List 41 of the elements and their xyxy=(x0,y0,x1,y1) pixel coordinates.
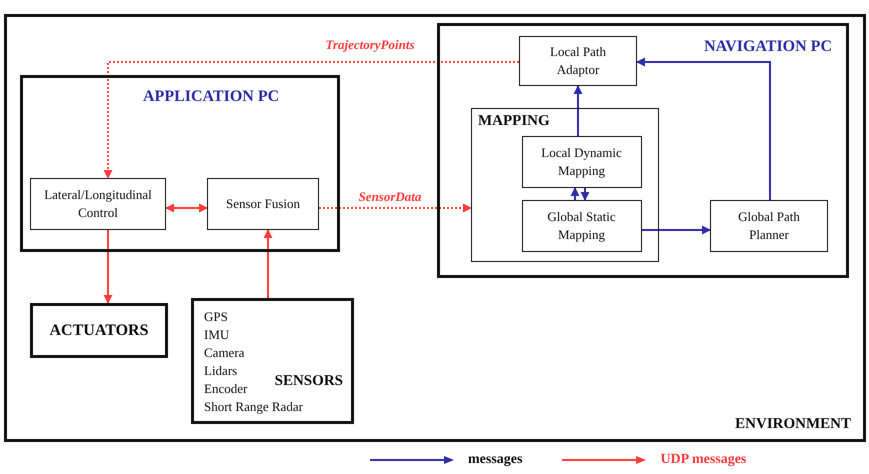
sensor-item: Lidars xyxy=(204,363,238,379)
arrow xyxy=(642,226,711,234)
block-label: SENSORS xyxy=(274,373,343,390)
arrow xyxy=(104,230,112,304)
environment-frame xyxy=(4,14,866,442)
block-label: Lateral/Longitudinal Control xyxy=(43,186,153,222)
block-label: Global Static Mapping xyxy=(546,208,617,244)
computer-frame xyxy=(20,75,340,252)
arrow xyxy=(570,187,580,200)
process-box xyxy=(207,178,319,230)
edge-label: TrajectoryPoints xyxy=(323,37,417,53)
sensor-item: Short Range Radar xyxy=(204,399,303,415)
legend-label: messages xyxy=(468,452,522,468)
block-label: Local Path Adaptor xyxy=(549,43,607,79)
process-box xyxy=(522,136,642,188)
process-box xyxy=(30,178,166,230)
sensor-item: IMU xyxy=(204,327,230,343)
arrow xyxy=(165,204,208,212)
computer-frame xyxy=(437,23,849,278)
block-label: Local Dynamic Mapping xyxy=(540,144,623,180)
arrow xyxy=(319,204,472,212)
process-box xyxy=(522,200,642,252)
group-heading: MAPPING xyxy=(478,113,550,130)
process-box xyxy=(191,298,354,424)
sensor-item: GPS xyxy=(204,309,228,325)
sensor-item: Camera xyxy=(204,345,244,361)
arrow xyxy=(574,85,582,136)
environment-heading: ENVIRONMENT xyxy=(735,416,851,433)
arrow xyxy=(264,229,272,298)
block-label: Global Path Planner xyxy=(737,208,801,244)
legend-label: UDP messages xyxy=(660,452,746,468)
process-box xyxy=(710,200,828,252)
arrow xyxy=(580,188,590,201)
group-frame xyxy=(471,108,659,262)
arrow xyxy=(636,58,771,200)
process-box xyxy=(30,303,168,358)
process-box xyxy=(519,36,637,86)
block-label: Sensor Fusion xyxy=(224,195,302,213)
sensor-item: Encoder xyxy=(204,381,248,397)
block-label: ACTUATORS xyxy=(50,322,148,340)
arrow xyxy=(104,61,519,179)
